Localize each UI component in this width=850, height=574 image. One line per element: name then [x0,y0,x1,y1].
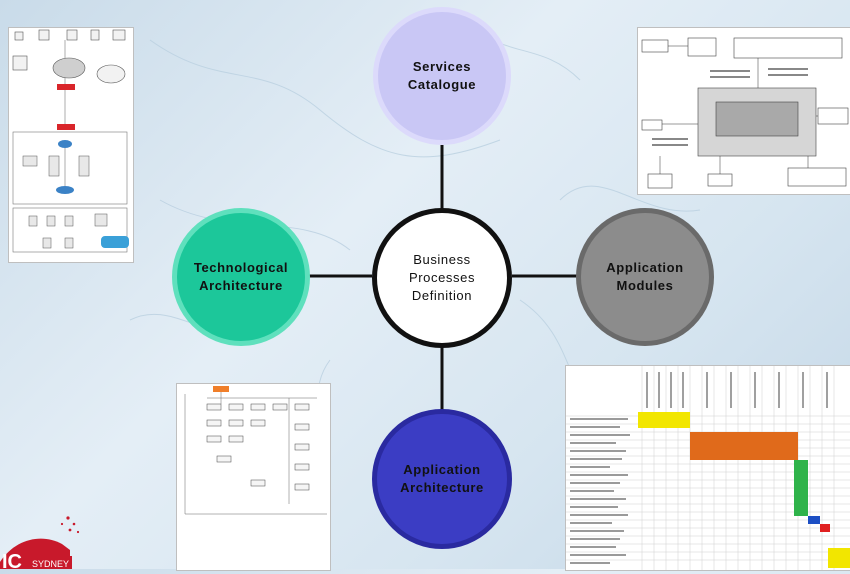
node-business-processes-definition: Business Processes Definition [372,208,512,348]
logo-sydney-text: SYDNEY [32,559,69,569]
services-catalogue-thumbnail [637,27,850,195]
node-application-architecture-label: Application Architecture [400,462,484,495]
logo-partial-text: IC [2,551,22,569]
node-services-catalogue-label: Services Catalogue [407,59,477,92]
node-services-catalogue: Services Catalogue [373,7,511,145]
node-application-modules-label: Application Modules [606,260,684,293]
application-modules-thumbnail [565,365,850,571]
node-technological-architecture: Technological Architecture [172,208,310,346]
technological-architecture-thumbnail [8,27,134,263]
application-architecture-thumbnail [176,383,331,571]
node-technological-architecture-label: Technological Architecture [193,260,289,293]
node-application-architecture: Application Architecture [372,409,512,549]
node-business-processes-definition-label: Business Processes Definition [408,252,476,303]
sic-sydney-logo: IC SYDNEY [0,510,100,573]
node-application-modules: Application Modules [576,208,714,346]
